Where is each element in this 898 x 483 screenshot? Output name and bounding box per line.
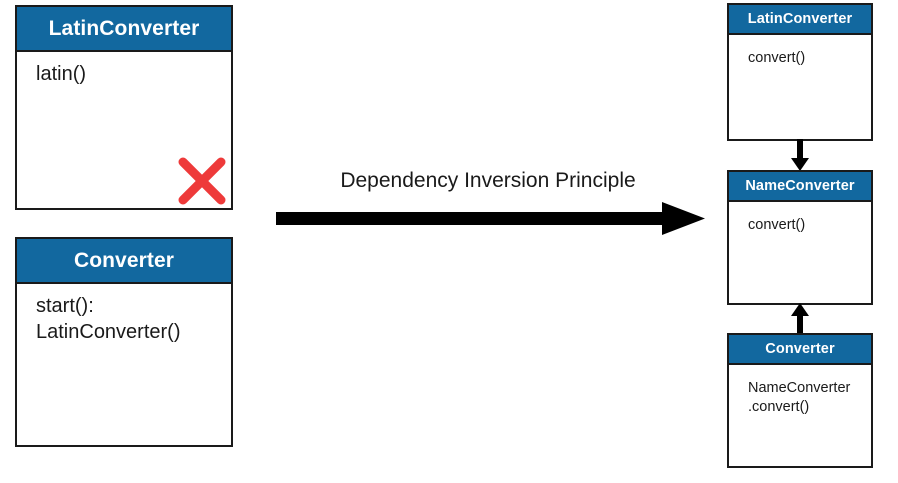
- class-box-latinconverter-after: LatinConverter convert(): [727, 3, 873, 141]
- class-box-nameconverter: NameConverter convert(): [727, 170, 873, 305]
- class-member-nameconverter-convert: NameConverter .convert(): [748, 380, 851, 416]
- class-header-latinconverter-before: LatinConverter: [17, 7, 231, 52]
- class-box-converter-before: Converter start(): LatinConverter(): [15, 237, 233, 447]
- class-body-nameconverter: convert(): [729, 202, 871, 303]
- class-body-converter-after: NameConverter .convert(): [729, 365, 871, 466]
- class-box-converter-after: Converter NameConverter .convert(): [727, 333, 873, 468]
- class-member-latin: latin(): [36, 63, 87, 85]
- class-box-latinconverter-before: LatinConverter latin(): [15, 5, 233, 210]
- arrow-down-latinconverter-to-nameconverter: [791, 139, 809, 171]
- class-body-converter-before: start(): LatinConverter(): [17, 284, 231, 445]
- class-header-latinconverter-after: LatinConverter: [729, 5, 871, 35]
- transition-label: Dependency Inversion Principle: [340, 169, 636, 192]
- right-arrow-icon: [276, 202, 705, 235]
- class-header-converter-before: Converter: [17, 239, 231, 284]
- red-x-icon: [178, 157, 226, 205]
- class-header-nameconverter: NameConverter: [729, 172, 871, 202]
- class-header-converter-after: Converter: [729, 335, 871, 365]
- class-member-start-latinconverter: start(): LatinConverter(): [36, 295, 181, 344]
- class-body-latinconverter-after: convert(): [729, 35, 871, 139]
- class-member-convert-name: convert(): [748, 217, 806, 233]
- arrow-up-converter-to-nameconverter: [791, 303, 809, 335]
- class-member-convert-latin: convert(): [748, 50, 806, 66]
